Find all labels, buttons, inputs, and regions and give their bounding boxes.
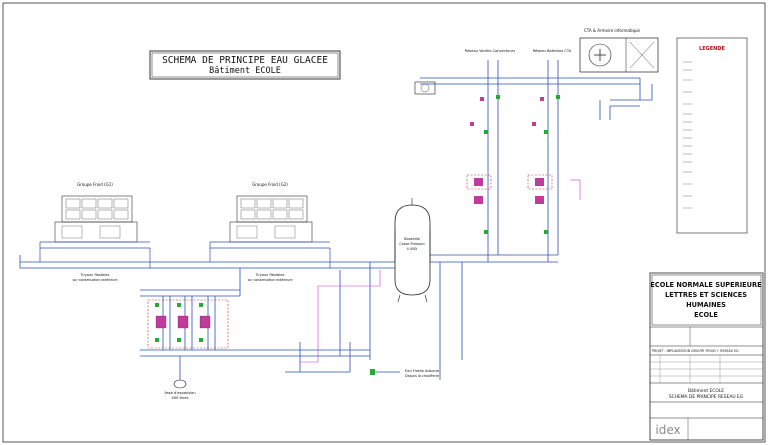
ventilo-network-label: Réseau Ventilo Convecteurs [465, 49, 515, 53]
legend-panel: LEGENDE [676, 37, 748, 234]
tank-volume: 4 000l [407, 247, 418, 251]
chiller-connections [39, 242, 331, 268]
title-line2: Bâtiment ECOLE [209, 66, 281, 76]
buffer-tank: Bouteille Casse Pression 4 000l [394, 198, 431, 303]
cold-water-sub: Depuis la chaufferie [405, 374, 439, 378]
cold-water-inlet: Eau Froide Adoucie Depuis la chaufferie [370, 369, 440, 378]
chiller2-label: Groupe Froid (G2) [252, 182, 288, 187]
school-line2: LETTRES ET SCIENCES [665, 291, 747, 299]
cta-network-label: Réseau Batteries CTA [533, 49, 572, 53]
hoses2-sub: sur condensation extérieure [248, 278, 293, 282]
right-pump-group [466, 95, 560, 234]
school-line1: ECOLE NORMALE SUPERIEURE [650, 281, 762, 289]
cta-unit: CTA & Armoire informatique [579, 28, 659, 73]
tank-label: Bouteille [404, 237, 421, 241]
title-line1: SCHEMA DE PRINCIPE EAU GLACEE [162, 55, 328, 66]
fan-coil-unit [414, 81, 436, 95]
expansion-volume: 400 litres [172, 396, 189, 400]
expansion-vessel: Vase d'expansion 400 litres [164, 379, 196, 400]
title-block: SCHEMA DE PRINCIPE EAU GLACEE Bâtiment E… [149, 50, 341, 80]
school-line4: ECOLE [694, 311, 718, 319]
main-supply-pipes [19, 60, 653, 380]
tank-sub: Casse Pression [399, 242, 424, 246]
hoses2-label: Tuyaux flexibles [255, 273, 285, 277]
cartouche: ECOLE NORMALE SUPERIEURE LETTRES ET SCIE… [649, 272, 764, 441]
chiller-unit-1: Groupe Froid (G1) [40, 182, 150, 249]
hoses1-label: Tuyaux flexibles [80, 273, 110, 277]
cta-label: CTA & Armoire informatique [584, 28, 641, 33]
drawing-title-line1: Bâtiment ECOLE [688, 387, 724, 394]
school-line3: HUMAINES [686, 301, 726, 309]
chiller1-label: Groupe Froid (G1) [77, 182, 113, 187]
cold-water-label: Eau Froide Adoucie [405, 369, 440, 373]
expansion-label: Vase d'expansion [164, 391, 195, 395]
project-line: PROJET : IMPLANTATION GROUPE FROID + RES… [652, 349, 739, 353]
legend-heading: LEGENDE [699, 46, 725, 52]
idex-logo: idex [655, 423, 680, 437]
pump-station-group [147, 299, 229, 349]
magenta-lines [300, 179, 581, 363]
chiller-unit-2: Groupe Froid (G2) [210, 182, 330, 249]
drawing-title-line2: SCHEMA DE PRINCIPE RESEAU EG [669, 394, 744, 400]
hoses1-sub: sur condensation extérieure [73, 278, 118, 282]
